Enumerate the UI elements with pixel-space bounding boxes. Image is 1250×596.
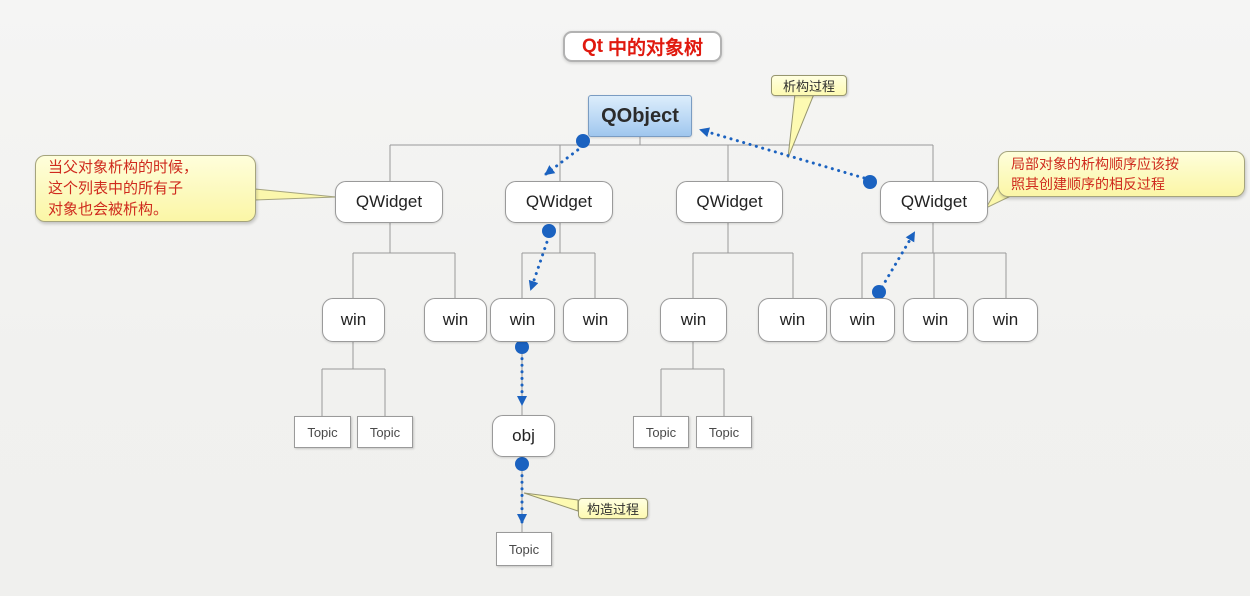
- anchor-dot: [872, 285, 886, 299]
- node-win-9: win: [973, 298, 1038, 342]
- node-qobject: QObject: [588, 95, 692, 137]
- constructor-callout-tail: [523, 492, 579, 512]
- node-topic-2: Topic: [357, 416, 413, 448]
- destruct-arrow-qwidget2-to-win: [528, 234, 551, 291]
- destruct-arrow-win-to-qwidget4: [880, 231, 916, 289]
- node-topic-1: Topic: [294, 416, 351, 448]
- diagram-title: Qt 中的对象树: [563, 31, 722, 62]
- node-win-2: win: [424, 298, 487, 342]
- node-win-4: win: [563, 298, 628, 342]
- destructor-callout-tail: [787, 93, 815, 159]
- node-obj: obj: [492, 415, 555, 457]
- note-local-order: 局部对象的析构顺序应该按 照其创建顺序的相反过程: [998, 151, 1245, 197]
- anchor-dot: [515, 457, 529, 471]
- node-qwidget-2: QWidget: [505, 181, 613, 223]
- diagram-title-text: 中的对象树: [608, 38, 704, 59]
- node-topic-4: Topic: [696, 416, 752, 448]
- node-win-1: win: [322, 298, 385, 342]
- note-parent-destruction: 当父对象析构的时候， 这个列表中的所有子 对象也会被析构。: [35, 155, 256, 222]
- tree-connector-lines: [321, 137, 1007, 532]
- parent-note-tail: [254, 188, 337, 201]
- node-win-8: win: [903, 298, 968, 342]
- node-win-7: win: [830, 298, 895, 342]
- callout-constructor: 构造过程: [578, 498, 648, 519]
- diagram-title-qt: Qt: [581, 35, 604, 57]
- node-qwidget-4: QWidget: [880, 181, 988, 223]
- node-topic-5: Topic: [496, 532, 552, 566]
- node-topic-3: Topic: [633, 416, 689, 448]
- anchor-dot: [576, 134, 590, 148]
- node-win-6: win: [758, 298, 827, 342]
- node-win-5: win: [660, 298, 727, 342]
- destruct-arrow-qobject-to-qwidget2: [544, 144, 585, 176]
- node-qwidget-1: QWidget: [335, 181, 443, 223]
- node-qwidget-3: QWidget: [676, 181, 783, 223]
- node-win-3: win: [490, 298, 555, 342]
- callout-destructor: 析构过程: [771, 75, 847, 96]
- anchor-dot: [863, 175, 877, 189]
- destruct-arrow-qwidget4-to-qobject: [699, 127, 866, 180]
- anchor-dot: [542, 224, 556, 238]
- anchor-dot: [515, 340, 529, 354]
